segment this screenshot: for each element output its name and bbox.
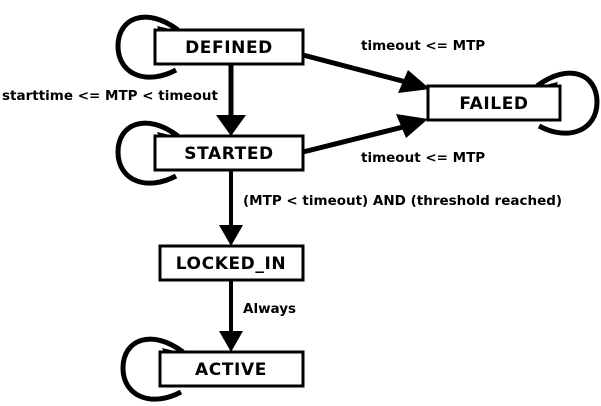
transition-started-to-locked-in[interactable] xyxy=(219,170,243,246)
defined-to-failed-arrowhead xyxy=(398,70,430,93)
started-to-failed-line xyxy=(302,123,408,155)
defined-to-started-arrowhead xyxy=(216,115,246,136)
edge-label-defined-to-failed: timeout <= MTP xyxy=(361,38,485,54)
state-label-started: STARTED xyxy=(184,144,274,164)
defined-to-failed-line xyxy=(302,52,411,86)
started-self-loop-path xyxy=(115,120,180,186)
state-node-started[interactable]: STARTED xyxy=(153,134,305,172)
started-to-failed-arrowhead xyxy=(396,114,428,138)
state-box-started xyxy=(153,134,305,172)
state-box-defined xyxy=(153,28,305,66)
defined-self-loop-path xyxy=(115,14,180,80)
state-node-locked-in[interactable]: LOCKED_IN xyxy=(158,244,305,282)
state-label-defined: DEFINED xyxy=(185,38,273,58)
state-node-failed[interactable]: FAILED xyxy=(426,84,562,122)
state-label-locked-in: LOCKED_IN xyxy=(176,254,287,274)
edge-label-locked-in-to-active: Always xyxy=(243,301,296,317)
state-box-failed xyxy=(426,84,562,122)
locked-in-to-active-arrowhead xyxy=(219,331,243,352)
transition-started-to-failed[interactable] xyxy=(302,114,428,155)
state-label-active: ACTIVE xyxy=(195,360,267,380)
failed-self-loop-path xyxy=(535,70,600,136)
transition-defined-to-failed[interactable] xyxy=(302,52,430,93)
state-box-active xyxy=(158,350,305,388)
state-node-active[interactable]: ACTIVE xyxy=(158,350,305,388)
state-label-failed: FAILED xyxy=(459,94,528,114)
transition-defined-to-started[interactable] xyxy=(216,64,246,136)
edge-label-started-to-locked-in: (MTP < timeout) AND (threshold reached) xyxy=(243,193,562,209)
started-to-locked-in-arrowhead xyxy=(219,225,243,246)
edge-label-started-to-failed: timeout <= MTP xyxy=(361,150,485,166)
edge-label-defined-to-started: starttime <= MTP < timeout xyxy=(2,88,218,104)
active-self-loop-path xyxy=(120,336,185,402)
transition-locked-in-to-active[interactable] xyxy=(219,280,243,352)
state-node-defined[interactable]: DEFINED xyxy=(153,28,305,66)
state-box-locked-in xyxy=(158,244,305,282)
